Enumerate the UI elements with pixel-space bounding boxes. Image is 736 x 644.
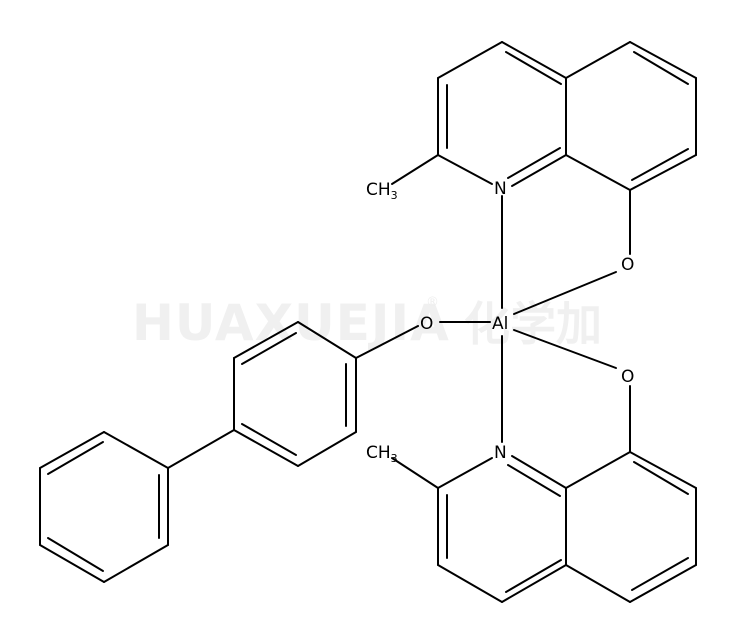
bond-o-al [513, 329, 617, 369]
bond [437, 457, 493, 489]
bond [39, 431, 105, 469]
bond [437, 564, 503, 603]
bond-double-inner [633, 51, 689, 85]
bond [565, 564, 631, 603]
bond-double-inner [505, 51, 562, 85]
watermark-registered-mark: ® [426, 295, 439, 310]
bond-o-al [513, 271, 617, 315]
atom-label-oxygen: O [621, 255, 634, 275]
bond [437, 154, 493, 185]
bond-double-inner [507, 464, 561, 497]
methyl-label: CH3 [366, 180, 398, 202]
bond [297, 321, 357, 359]
bond-double-inner [241, 423, 297, 456]
bond [511, 154, 567, 187]
bond [511, 455, 567, 489]
bond [39, 544, 105, 583]
bond [233, 321, 299, 359]
bond [629, 451, 697, 489]
bond [103, 431, 169, 469]
watermark-text: HUAXUEJIA [132, 294, 450, 352]
atom-label-aluminium: Al [492, 314, 508, 334]
bond-double-inner [633, 461, 689, 495]
bond-double-inner [47, 537, 104, 572]
bond-methyl [391, 154, 439, 185]
bond-double-inner [505, 559, 562, 593]
bond [629, 564, 697, 603]
methyl-label: CH3 [366, 443, 398, 465]
bond [233, 429, 299, 467]
atom-label-nitrogen: N [494, 443, 507, 463]
bond [297, 431, 357, 467]
bond [565, 451, 631, 489]
bond-double-inner [507, 147, 561, 179]
bond-biphenyl-link [167, 429, 235, 469]
bond-double-inner [631, 557, 689, 591]
bond-methyl [391, 457, 439, 489]
atom-label-nitrogen: N [494, 179, 507, 199]
bonds [39, 41, 697, 603]
bond-double-inner [631, 148, 689, 181]
bond [103, 544, 169, 583]
bond-double-inner [241, 332, 297, 365]
bond-double-inner [47, 441, 104, 475]
atom-label-oxygen: O [420, 314, 433, 334]
bond [437, 41, 503, 79]
bond [501, 564, 567, 603]
atom-label-oxygen: O [621, 367, 634, 387]
bond [629, 41, 697, 79]
bond [565, 154, 631, 191]
bond-o-c [355, 325, 419, 359]
bond [565, 41, 631, 79]
bond [501, 41, 567, 79]
bond [629, 154, 697, 191]
